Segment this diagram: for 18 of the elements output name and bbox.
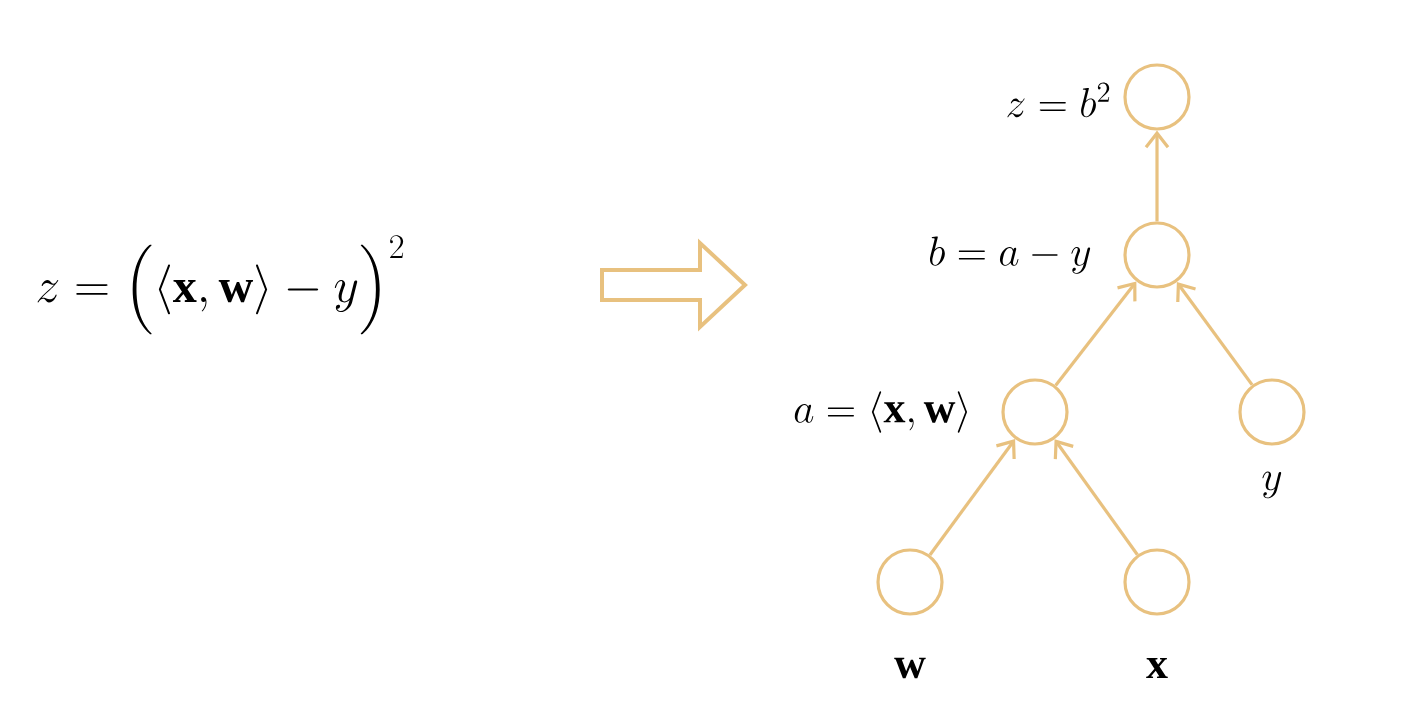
graph-node — [1123, 221, 1191, 289]
node-label: $a = \langle \mathbf{x}, \mathbf{w} \rangle$ — [794, 391, 967, 433]
graph-node — [1123, 63, 1191, 131]
node-label: $z = b^2$ — [1007, 82, 1110, 118]
graph-node — [1238, 378, 1306, 446]
graph-node — [876, 548, 944, 616]
arrow — [1053, 439, 1139, 556]
node-label: $\mathbf{x}$ — [1146, 657, 1168, 679]
node-label: $\mathbf{w}$ — [894, 657, 926, 679]
equation: $z = \Big(\langle \mathbf{x}, \mathbf{w} \rangle - y\Big)^2$ — [37, 235, 404, 335]
graph-node — [1123, 548, 1191, 616]
arrow — [1054, 281, 1137, 387]
node-label: $b = a - y$ — [929, 236, 1091, 274]
node-label: $y$ — [1262, 471, 1282, 499]
arrow — [928, 439, 1016, 556]
arrow — [1144, 130, 1170, 222]
graph-node — [1001, 378, 1069, 446]
arrow — [1176, 282, 1254, 386]
